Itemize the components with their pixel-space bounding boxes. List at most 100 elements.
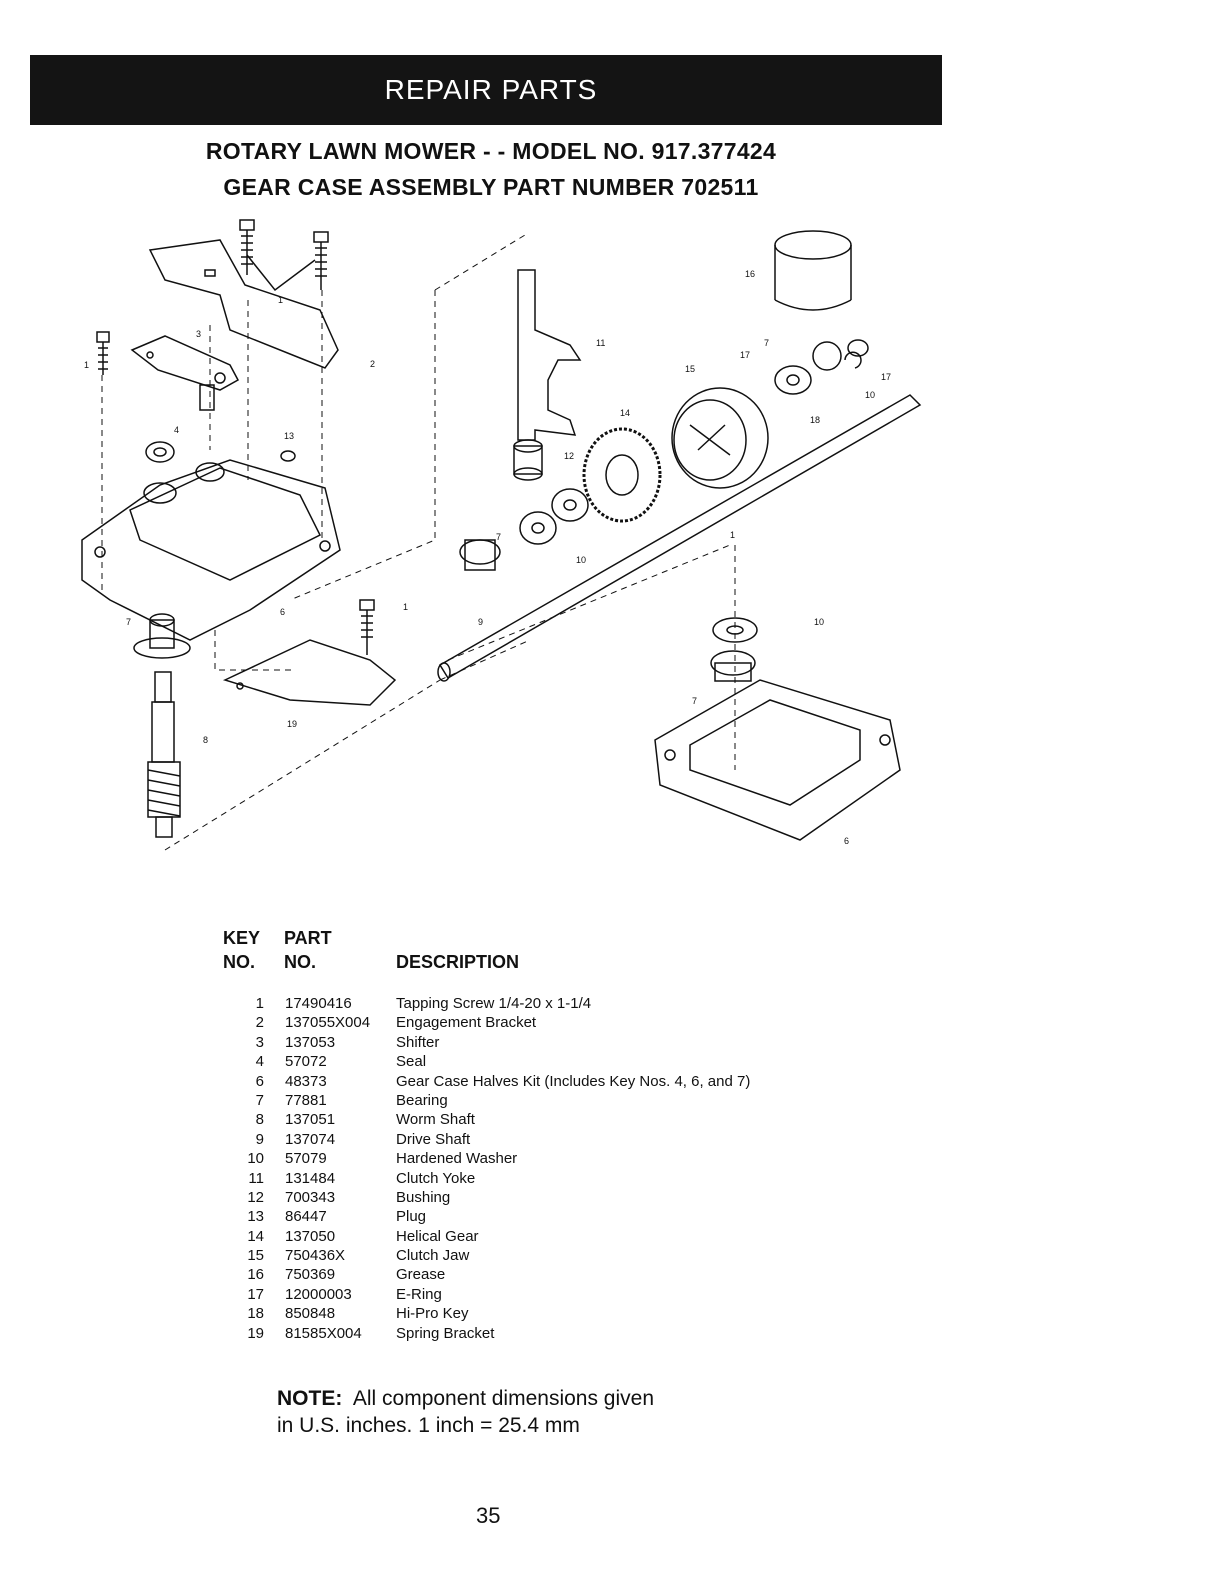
- description: Shifter: [396, 1033, 440, 1051]
- callout-13: 13: [284, 431, 294, 441]
- description: E-Ring: [396, 1285, 442, 1303]
- callout-10-top: 10: [865, 390, 875, 400]
- clutch-yoke: [517, 269, 582, 441]
- key-no: 12: [247, 1188, 264, 1206]
- callout-4: 4: [174, 425, 179, 435]
- callout-7-left: 7: [126, 617, 131, 627]
- callout-16: 16: [745, 269, 755, 279]
- bearing-right-bottom: [710, 650, 756, 682]
- part-no: 850848: [285, 1305, 336, 1323]
- callout-7-bottom: 7: [692, 696, 697, 706]
- callout-18: 18: [810, 415, 820, 425]
- tapping-screw-lower: [359, 599, 375, 655]
- part-no: 700343: [285, 1188, 336, 1206]
- key-no: 15: [247, 1247, 264, 1265]
- bracket-slot: [204, 269, 216, 277]
- seal: [145, 441, 175, 463]
- bearing-shaft-left: [459, 539, 501, 571]
- table-row: 12 700343 Bushing: [220, 1188, 920, 1207]
- bearing-left: [133, 613, 191, 659]
- key-no: 13: [247, 1208, 264, 1226]
- callout-labels: 1 1 1 1 2 3 4 6 6 7 7 7 7 8 9 10 10 10 1…: [84, 269, 891, 846]
- callout-9: 9: [478, 617, 483, 627]
- hardened-washer-pair: [519, 488, 589, 545]
- table-row: 2 137055X004 Engagement Bracket: [220, 1013, 920, 1032]
- key-no: 2: [255, 1014, 264, 1032]
- key-no: 7: [255, 1091, 264, 1109]
- description: Bushing: [396, 1188, 451, 1206]
- part-no: 86447: [285, 1208, 327, 1226]
- bushing: [513, 439, 543, 481]
- header-part-line1: PART: [284, 928, 332, 948]
- callout-3: 3: [196, 329, 201, 339]
- table-row: 11 131484 Clutch Yoke: [220, 1169, 920, 1188]
- e-ring: [844, 351, 862, 369]
- description: Clutch Yoke: [396, 1169, 476, 1187]
- callout-2: 2: [370, 359, 375, 369]
- description: Hi-Pro Key: [396, 1305, 469, 1323]
- description: Hardened Washer: [396, 1150, 518, 1168]
- gear-case-lower-half: [654, 679, 901, 841]
- description: Tapping Screw 1/4-20 x 1-1/4: [396, 995, 592, 1012]
- key-no: 8: [255, 1111, 264, 1129]
- part-no: 48373: [285, 1072, 327, 1090]
- part-no: 137050: [285, 1227, 336, 1245]
- key-no: 10: [247, 1150, 264, 1168]
- description: Spring Bracket: [396, 1324, 495, 1342]
- part-no: 77881: [285, 1091, 327, 1109]
- callout-12: 12: [564, 451, 574, 461]
- callout-19: 19: [287, 719, 297, 729]
- callout-1-lower: 1: [403, 602, 408, 612]
- callout-8: 8: [203, 735, 208, 745]
- key-no: 11: [248, 1169, 264, 1187]
- tapping-screw-left: [96, 331, 110, 375]
- description: Worm Shaft: [396, 1111, 475, 1129]
- description: Helical Gear: [396, 1227, 479, 1245]
- note-line1: All component dimensions given: [352, 1387, 655, 1410]
- callout-10-mid: 10: [576, 555, 586, 565]
- model-title: ROTARY LAWN MOWER - - MODEL NO. 917.3774…: [205, 138, 777, 164]
- callout-7-top: 7: [764, 338, 769, 348]
- key-no: 19: [247, 1324, 264, 1342]
- grease: [774, 230, 852, 311]
- description: Engagement Bracket: [396, 1014, 537, 1032]
- table-row: 14 137050 Helical Gear: [220, 1227, 920, 1246]
- header-key-line2: NO.: [223, 952, 256, 972]
- key-no: 4: [255, 1053, 264, 1071]
- repair-parts-banner: REPAIR PARTS: [30, 55, 942, 125]
- header-key-line1: KEY: [223, 928, 261, 948]
- description: Seal: [396, 1053, 427, 1071]
- callout-14: 14: [620, 408, 630, 418]
- callout-10-right: 10: [814, 617, 824, 627]
- part-no: 137055X004: [285, 1014, 371, 1032]
- callout-7-mid: 7: [496, 532, 501, 542]
- callout-17-top: 17: [740, 350, 750, 360]
- description: Grease: [396, 1266, 446, 1284]
- header-part-line2: NO.: [284, 952, 317, 972]
- callout-1-right: 1: [730, 530, 735, 540]
- key-no: 18: [247, 1305, 264, 1323]
- part-no: 17490416: [285, 995, 352, 1012]
- plug: [280, 450, 296, 462]
- description: Gear Case Halves Kit (Includes Key Nos. …: [396, 1072, 751, 1090]
- callout-6-left: 6: [280, 607, 285, 617]
- part-no: 57072: [285, 1053, 327, 1071]
- part-no: 131484: [285, 1169, 336, 1187]
- key-no: 6: [255, 1072, 264, 1090]
- part-no: 12000003: [285, 1285, 352, 1303]
- key-no: 3: [255, 1033, 264, 1051]
- description: Drive Shaft: [396, 1130, 471, 1148]
- key-no: 14: [247, 1227, 264, 1245]
- note-label: NOTE:: [277, 1387, 343, 1410]
- assembly-title: GEAR CASE ASSEMBLY PART NUMBER 702511: [223, 174, 759, 200]
- callout-1-left: 1: [84, 360, 89, 370]
- banner-title: REPAIR PARTS: [384, 74, 598, 105]
- callout-17-right: 17: [881, 372, 891, 382]
